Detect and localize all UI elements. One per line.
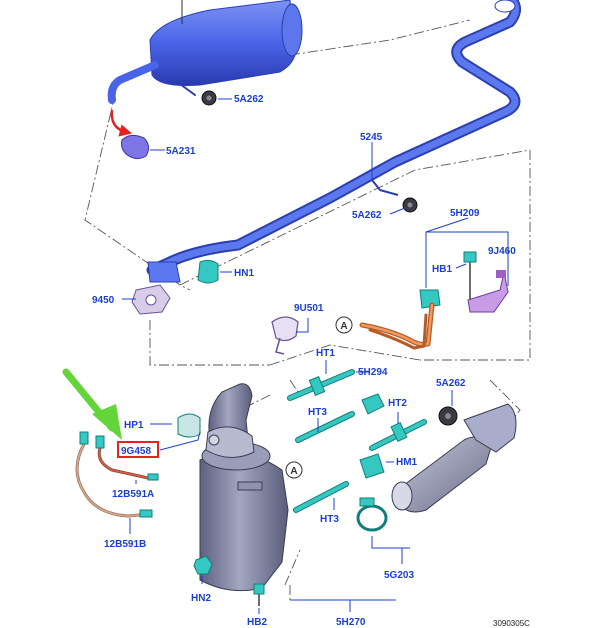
label-hb2: HB2: [247, 617, 267, 628]
catalytic-converter: [391, 403, 517, 513]
rubber-mount-mid: [402, 197, 418, 213]
label-9j460: 9J460: [488, 246, 516, 257]
sensor-harness-12b591b: [75, 431, 153, 518]
nut-hn2: [193, 555, 213, 575]
connector-5h294: [361, 393, 385, 415]
label-5245: 5245: [360, 132, 383, 143]
label-9450: 9450: [92, 295, 115, 306]
label-5h209: 5H209: [450, 208, 480, 219]
callout-a-lower-text: A: [290, 466, 297, 477]
rear-muffler: [107, 0, 303, 104]
highlight-box-9g458: [117, 441, 159, 458]
label-hb1: HB1: [432, 264, 452, 275]
label-hp1: HP1: [124, 420, 144, 431]
mount-5a262-right: [438, 406, 458, 426]
clip-9u501: [271, 316, 299, 355]
label-hn1: HN1: [234, 268, 254, 279]
clamp-5g203: [356, 497, 388, 532]
callout-a-upper: A: [335, 316, 353, 334]
label-ht3-lower: HT3: [320, 514, 339, 525]
hose-ht3-lower: [293, 481, 349, 513]
pointer-arrow-green: [62, 368, 122, 440]
label-5a262-right: 5A262: [436, 378, 466, 389]
label-5h270: 5H270: [336, 617, 366, 628]
callout-a-upper-text: A: [340, 321, 347, 332]
hose-ht2: [369, 419, 427, 451]
label-ht2: HT2: [388, 398, 407, 409]
clamp-5a231: [110, 109, 150, 160]
label-hn2: HN2: [191, 593, 211, 604]
leader-lines: [122, 98, 509, 614]
bolt-hb2: [253, 583, 265, 606]
connector-hm1: [359, 453, 385, 479]
label-5a262-mid: 5A262: [352, 210, 382, 221]
sensor-harness-12b591a: [95, 435, 159, 481]
label-5g203: 5G203: [384, 570, 414, 581]
copper-pipe-assembly: [359, 302, 435, 350]
hose-ht1: [287, 369, 355, 401]
label-9g458: 9G458: [121, 446, 151, 457]
label-12b591a: 12B591A: [112, 489, 154, 500]
pressure-sensor-hp1: [177, 413, 201, 438]
label-5h294: 5H294: [358, 367, 388, 378]
label-ht1: HT1: [316, 348, 335, 359]
callout-a-lower: A: [285, 461, 303, 479]
label-hm1: HM1: [396, 457, 418, 468]
label-5a231: 5A231: [166, 146, 196, 157]
label-ht3-upper: HT3: [308, 407, 327, 418]
figure-reference: 3090305C: [493, 619, 530, 628]
label-5a262-top: 5A262: [234, 94, 264, 105]
intermediate-pipe-5245: [146, 0, 521, 276]
bracket-assembly-5h209: [419, 251, 509, 313]
label-12b591b: 12B591B: [104, 539, 146, 550]
gasket-9450: [131, 284, 171, 315]
part-labels: 5A262 5A231 5245 5A262 5H209 HB1 9J460 H…: [92, 94, 516, 628]
hose-ht3-upper: [295, 411, 355, 443]
label-9u501: 9U501: [294, 303, 324, 314]
diesel-particulate-filter: [199, 383, 289, 592]
pipe-flange-hn1: [147, 259, 219, 284]
rubber-mount-top: [201, 90, 217, 106]
